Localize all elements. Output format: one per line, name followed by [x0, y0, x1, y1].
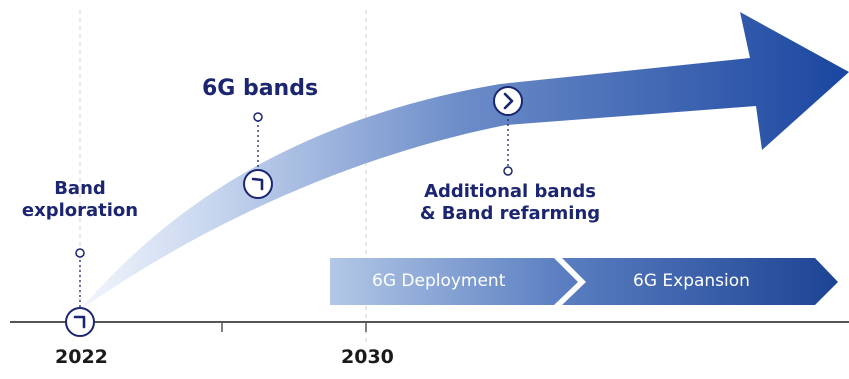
connector-dot-band-exploration	[75, 248, 85, 258]
phase-deployment-bar	[330, 258, 578, 305]
label-6g-deployment: 6G Deployment	[372, 271, 506, 291]
milestone-marker-2022	[65, 307, 95, 337]
phase-expansion-bar	[562, 258, 838, 305]
label-6g-expansion: 6G Expansion	[633, 271, 750, 291]
label-additional-bands: Additional bands & Band refarming	[419, 181, 601, 224]
label-6g-bands: 6G bands	[201, 76, 319, 101]
growth-arrow	[80, 12, 849, 310]
milestone-marker-additional-bands	[493, 86, 523, 116]
year-label-2030: 2030	[341, 346, 394, 368]
corner-arrow-icon	[73, 315, 86, 329]
year-label-2022: 2022	[55, 346, 108, 368]
connector-dot-6g-bands	[253, 112, 263, 122]
chevron-right-icon	[503, 92, 514, 110]
label-band-exploration: Band exploration	[21, 178, 139, 221]
connector-dot-additional-bands	[503, 166, 513, 176]
corner-arrow-icon	[251, 177, 264, 191]
milestone-marker-6g-bands	[243, 169, 273, 199]
